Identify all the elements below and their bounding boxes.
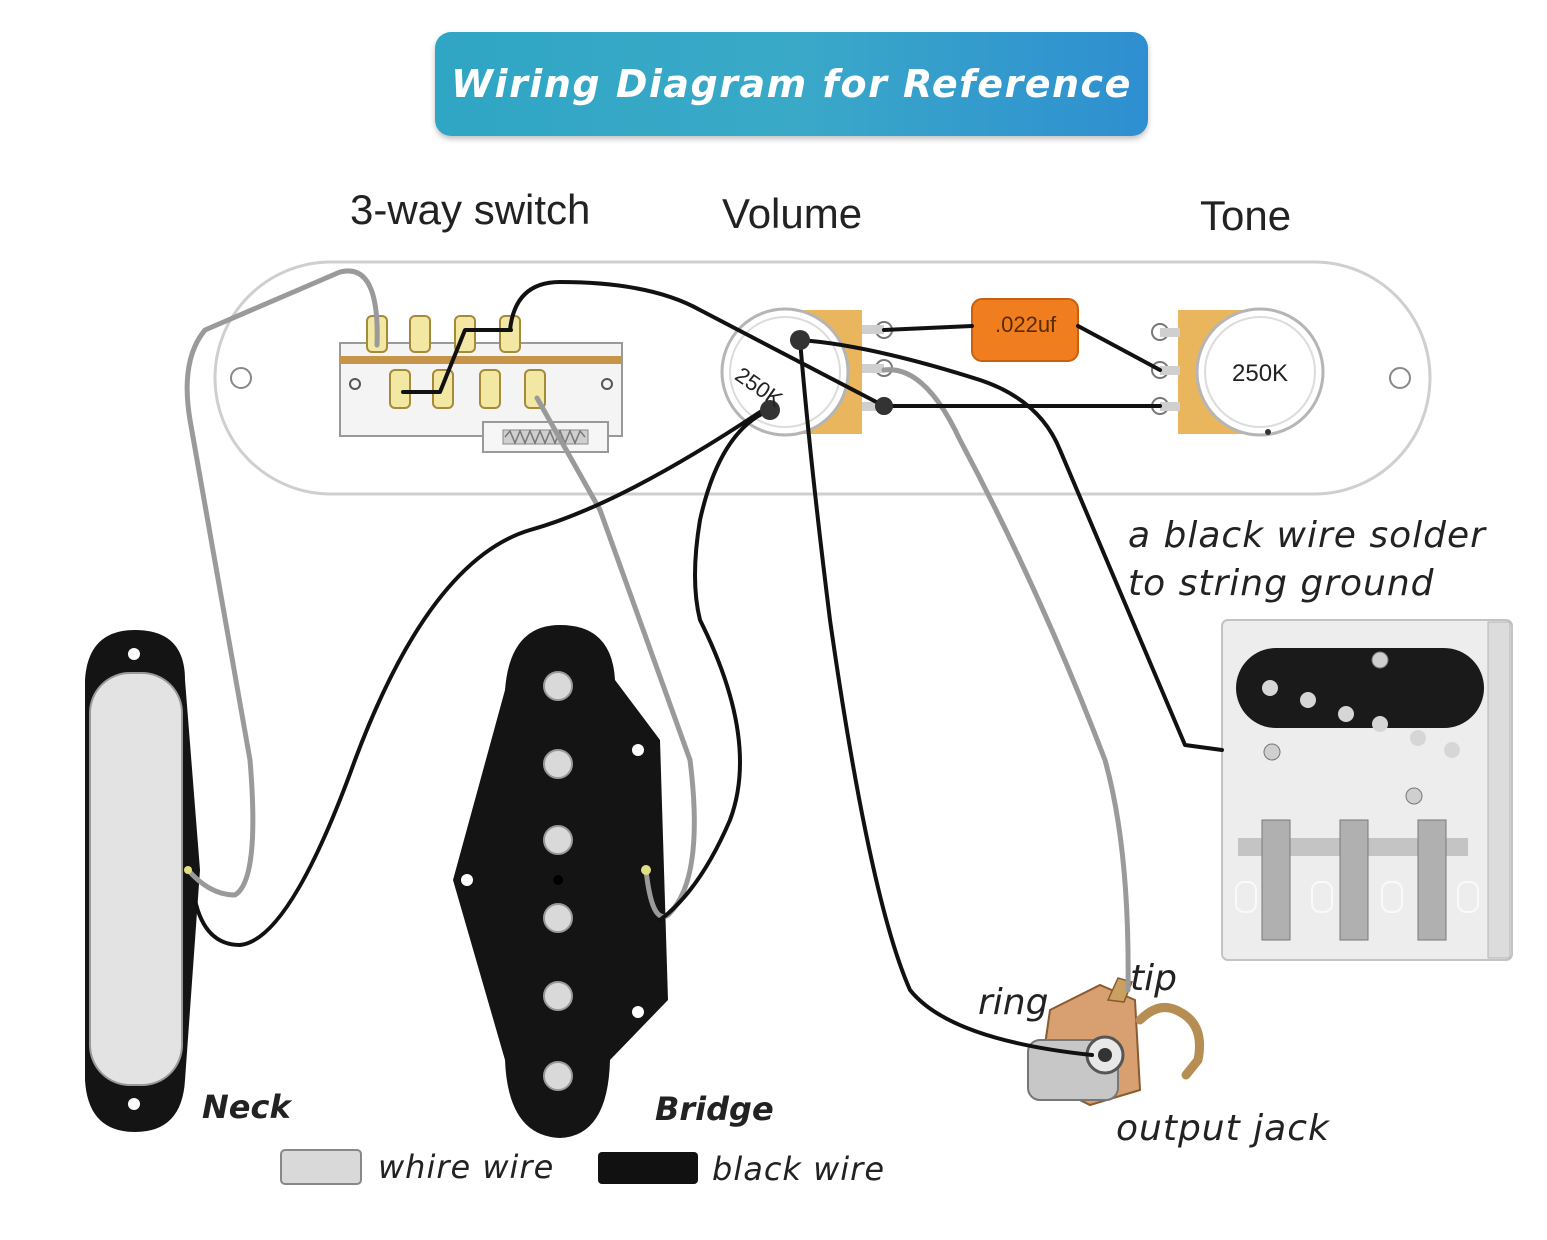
string-ground-note-line1: a black wire solder: [1128, 515, 1486, 556]
legend-white-label: whire wire: [378, 1148, 555, 1186]
three-way-switch: [339, 315, 623, 453]
bridge-pickup: [453, 625, 668, 1138]
solder-points: [184, 330, 893, 875]
plate-screw-hole-left: [230, 367, 252, 389]
ring-label: ring: [978, 982, 1049, 1023]
tone-pot-value: 250K: [1232, 360, 1289, 387]
bridge-plate: [1221, 619, 1513, 961]
legend-black-swatch: [598, 1152, 698, 1184]
tone-label: Tone: [1200, 192, 1292, 239]
capacitor: [971, 298, 1079, 362]
neck-pickup: [85, 630, 200, 1132]
title: Wiring Diagram for Reference: [451, 62, 1132, 106]
volume-pot: [720, 307, 893, 437]
tone-pot: [1151, 307, 1325, 437]
bridge-label: Bridge: [655, 1090, 774, 1128]
plate-screw-hole-right: [1389, 367, 1411, 389]
output-jack-label: output jack: [1116, 1108, 1330, 1149]
black-wires: [193, 280, 1224, 1057]
output-jack: [1027, 977, 1204, 1107]
legend-black-label: black wire: [712, 1150, 886, 1188]
capacitor-label: .022uf: [995, 312, 1057, 337]
tip-label: tip: [1130, 958, 1177, 999]
legend-white-swatch: [280, 1149, 362, 1185]
title-banner: Wiring Diagram for Reference: [435, 32, 1148, 136]
string-ground-note-line2: to string ground: [1128, 563, 1435, 604]
volume-label: Volume: [722, 190, 863, 237]
neck-label: Neck: [202, 1088, 291, 1126]
switch-label: 3-way switch: [350, 186, 591, 233]
